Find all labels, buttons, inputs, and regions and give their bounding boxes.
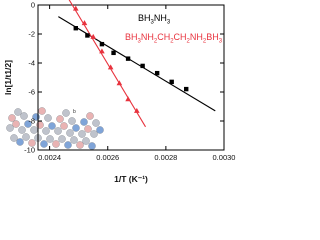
inset-atom [80, 118, 88, 126]
legend-text-part: 3 [151, 20, 155, 26]
inset-atom [70, 136, 78, 144]
inset-atom [6, 124, 14, 132]
inset-atom [56, 115, 64, 123]
inset-atom [96, 126, 104, 134]
legend-text-part: BH [206, 32, 219, 42]
inset-atom [58, 135, 66, 143]
inset-atom [66, 129, 74, 137]
inset-atom [48, 122, 56, 130]
inset-atom [52, 140, 60, 148]
inset-atom [40, 140, 48, 148]
inset-atom [54, 127, 62, 135]
y-tick-label: -6 [28, 88, 35, 97]
inset-atom [68, 117, 76, 125]
data-point-triangle [125, 96, 131, 102]
y-tick-label: -10 [24, 146, 35, 155]
inset-atom [64, 141, 72, 149]
inset-atom [62, 109, 70, 117]
data-point-square [184, 86, 189, 92]
data-point-square [111, 50, 116, 56]
x-axis-label: 1/T (K⁻¹) [114, 174, 148, 184]
inset-atom [14, 108, 22, 116]
data-point-square [154, 70, 160, 76]
data-point-square [140, 63, 145, 69]
legend-text-part: CH [157, 32, 170, 42]
inset-atom [46, 135, 54, 143]
legend-text-part: 3 [138, 39, 142, 45]
inset-atom [76, 141, 84, 149]
data-point-square [125, 56, 131, 61]
data-point-triangle [116, 80, 123, 86]
inset-atom [92, 119, 100, 127]
inset-atom [20, 112, 28, 120]
inset-molecule-image: b [6, 107, 104, 150]
inset-atom [78, 130, 86, 138]
inset-atom [72, 124, 80, 132]
y-tick-label: -8 [28, 117, 35, 126]
inset-atom [28, 139, 36, 147]
data-point-square [99, 41, 105, 47]
inset-atom [38, 107, 46, 115]
inset-atom [22, 133, 30, 141]
data-point-triangle [107, 64, 114, 70]
legend-label-bh3nh3: BH3​NH3​ [138, 13, 171, 26]
data-point-triangle [81, 20, 88, 26]
inset-axis-label: b [73, 109, 76, 115]
legend-text-part: 3 [167, 20, 171, 26]
fit-line [58, 16, 216, 112]
inset-atom [16, 138, 24, 146]
x-tick-label: 0.0026 [96, 153, 119, 162]
inset-atom [36, 121, 44, 129]
legend-text-part: NH [141, 32, 154, 42]
y-tick-label: -2 [28, 30, 35, 39]
legend-text-part: 2 [154, 39, 158, 45]
inset-atom [84, 125, 92, 133]
legend-text-part: 2 [187, 39, 191, 45]
inset-atom [42, 127, 50, 135]
data-point-triangle [134, 107, 140, 113]
inset-atom [60, 122, 68, 130]
inset-atom [12, 120, 20, 128]
legend-text-part: NH [154, 13, 167, 23]
data-point-triangle [72, 5, 79, 11]
inset-atom [30, 126, 38, 134]
inset-atom [24, 120, 32, 128]
legend-text-part: BH [125, 32, 138, 42]
legend-text-part: 3 [219, 39, 223, 45]
data-point-triangle [90, 33, 97, 39]
data-point-triangle [99, 48, 105, 54]
x-tick-label: 0.0030 [213, 153, 236, 162]
legend: BH3​NH3​ BH3​NH2​CH2​CH2​NH2​BH3​ [125, 13, 223, 45]
legend-text-part: CH [174, 32, 187, 42]
fit-lines [58, 0, 216, 128]
x-tick-label: 0.0024 [38, 153, 61, 162]
inset-atom [88, 142, 96, 150]
y-tick-label: -4 [28, 59, 35, 68]
plot-frame [37, 4, 225, 151]
y-tick-label: 0 [31, 1, 35, 10]
axis-ticks: 0.0024 0.0026 0.0028 0.0030 -10 -8 -6 -4 -2 0 [24, 1, 235, 163]
inset-atom [44, 114, 52, 122]
inset-atom [90, 130, 98, 138]
inset-atom [86, 112, 94, 120]
legend-label-bh3nh2ch2ch2nh2bh3: BH3​NH2​CH2​CH2​NH2​BH3​ [125, 32, 223, 45]
x-tick-label: 0.0028 [154, 153, 177, 162]
inset-atom [18, 126, 26, 134]
data-point-square [73, 26, 78, 31]
legend-text-part: 2 [203, 39, 207, 45]
legend-text-part: BH [138, 13, 151, 23]
y-axis-label: ln[1/t1/2] [3, 60, 13, 95]
inset-atom [82, 137, 90, 145]
data-point-square [169, 79, 174, 85]
chart: b 0.0024 0.0026 0.0028 0.0030 -10 -8 -6 -4 -2 0 B… [3, 0, 235, 184]
inset-atom [10, 134, 18, 142]
fit-line [68, 0, 147, 128]
inset-atom [8, 114, 16, 122]
data-points [72, 5, 189, 113]
legend-text-part: NH [190, 32, 203, 42]
data-point-square [85, 33, 90, 38]
legend-text-part: 2 [170, 39, 174, 45]
